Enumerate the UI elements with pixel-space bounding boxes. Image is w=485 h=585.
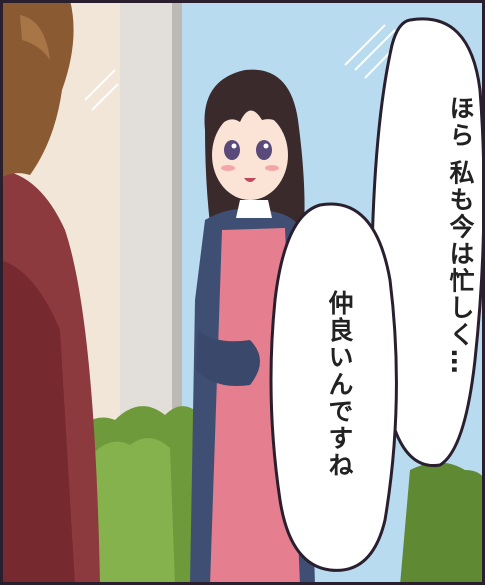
bush-highlight [90, 438, 175, 585]
girl-eye-right [256, 140, 272, 160]
speech-bubble-2 [269, 202, 398, 572]
girl-blush [221, 165, 235, 171]
building-pillar [120, 0, 180, 420]
boy-hair-highlight [20, 15, 50, 60]
pillar-edge [172, 0, 182, 420]
bush-right [400, 462, 485, 585]
speech-bubble-1 [370, 17, 485, 468]
boy-hair [0, 0, 74, 178]
speech-bubble-1-text: ほら 私も今は忙しく… [446, 95, 475, 376]
boy-shirt-shadow [0, 260, 75, 585]
eye-shine [231, 143, 237, 149]
girl-bangs [210, 85, 292, 140]
girl-eye-left [224, 140, 240, 160]
eye-shine [263, 143, 269, 149]
girl-arm [196, 330, 260, 386]
girl-collar [236, 200, 272, 218]
shine-streak-left [84, 69, 119, 111]
girl-face [212, 110, 288, 200]
girl-mouth [244, 178, 256, 182]
girl-blush [265, 165, 279, 171]
speech-bubble-2-text: 仲良いんですね [325, 290, 354, 479]
